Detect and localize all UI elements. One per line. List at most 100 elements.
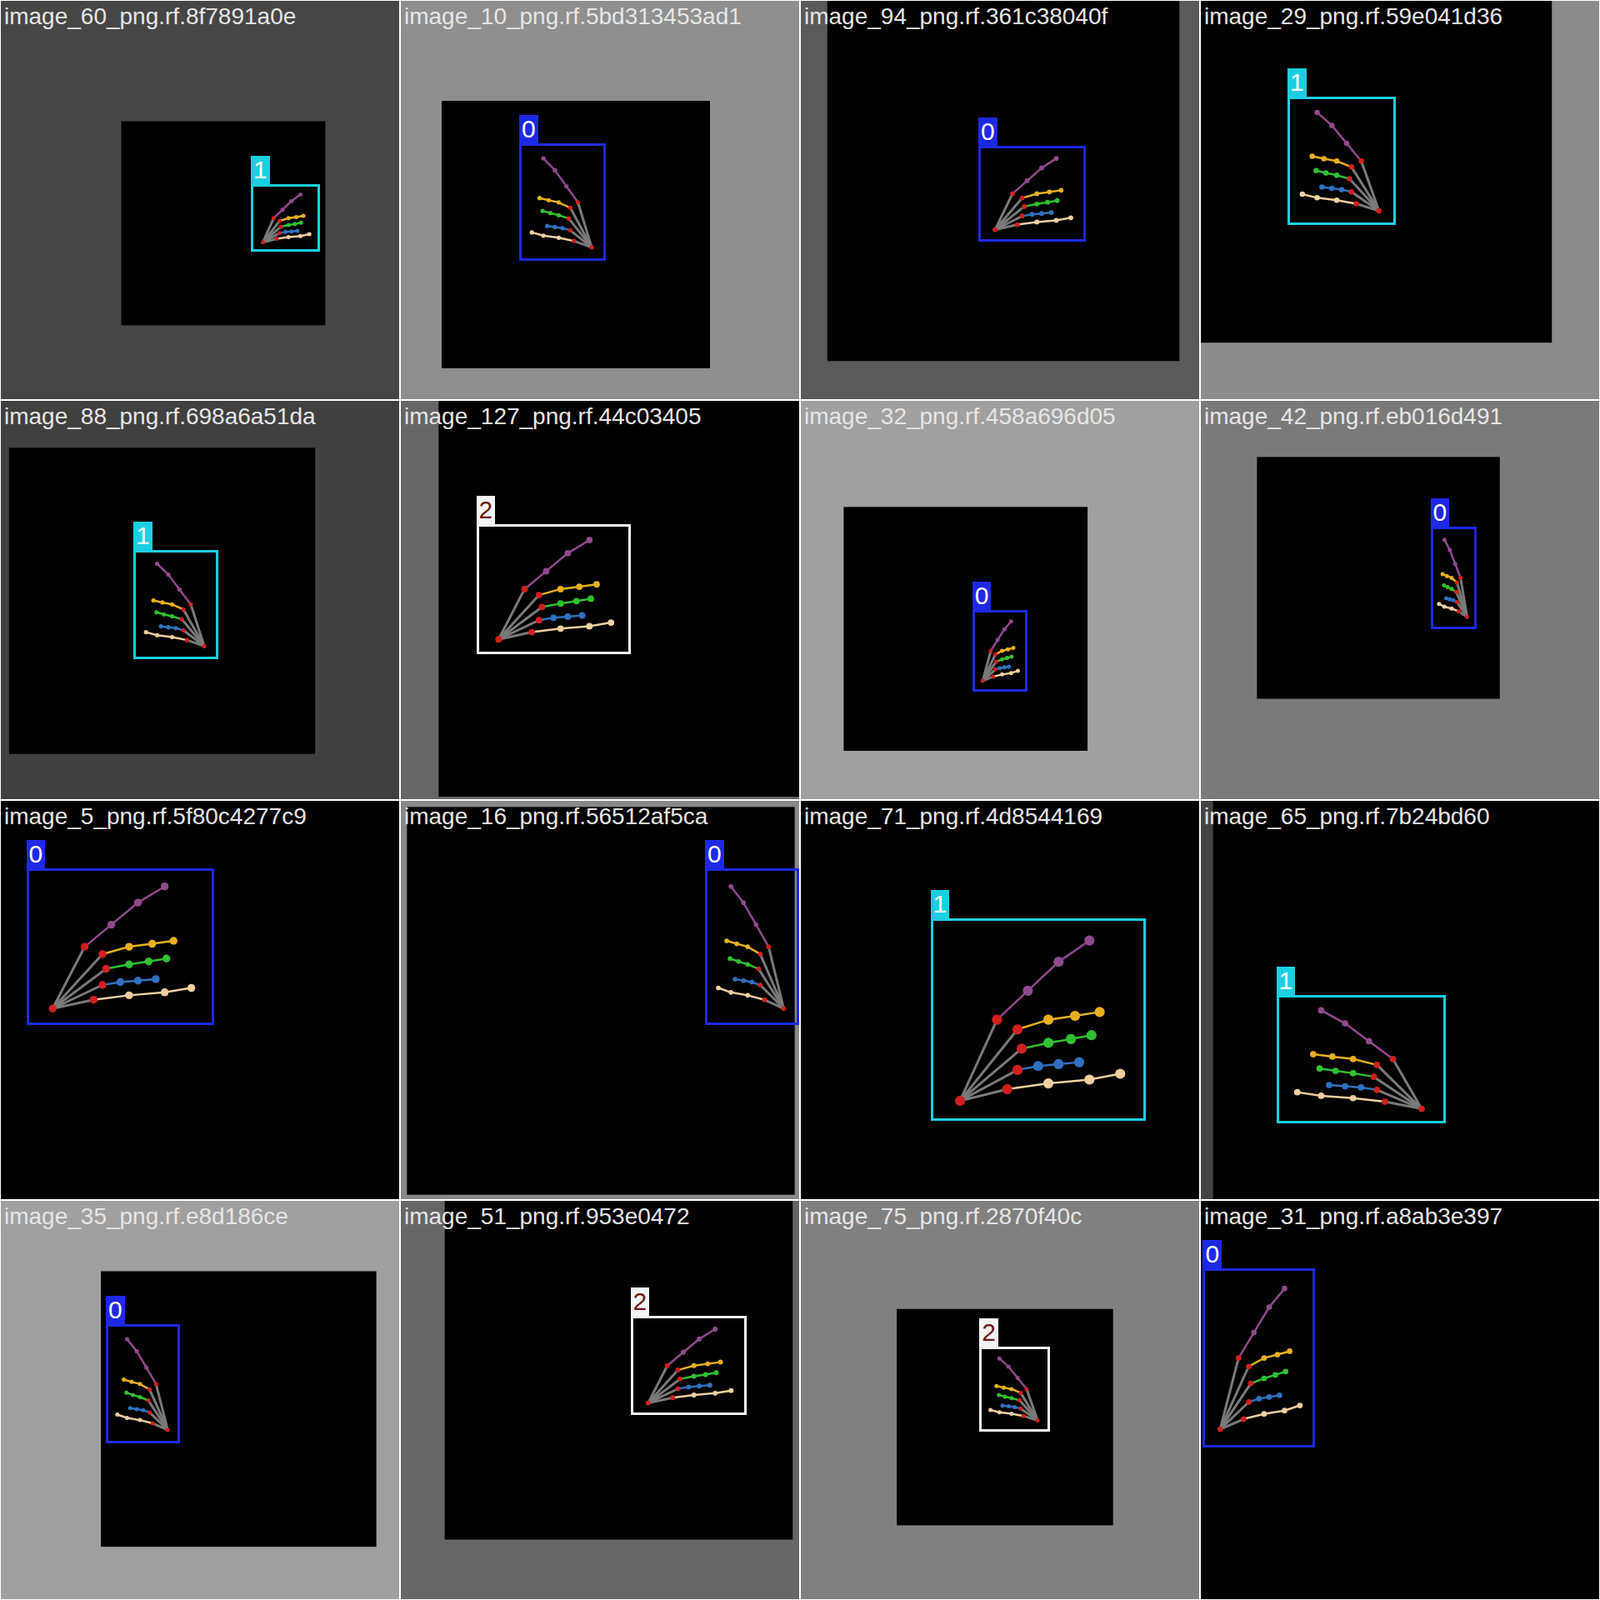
keypoint	[1374, 1061, 1381, 1069]
keypoint	[997, 665, 1002, 670]
keypoint	[495, 635, 502, 643]
file-name: image_71_png.rf.4d8544169	[804, 802, 1103, 831]
keypoint	[1440, 571, 1445, 576]
palm-line	[1220, 1401, 1249, 1430]
keypoint	[691, 1374, 697, 1380]
keypoint	[540, 209, 545, 214]
image-tile: image_31_png.rf.a8ab3e3970	[1200, 1200, 1600, 1600]
finger-line	[1297, 1092, 1385, 1102]
keypoint	[160, 600, 165, 605]
keypoint	[528, 629, 535, 636]
keypoint	[1266, 1394, 1273, 1400]
keypoint	[521, 585, 529, 593]
keypoint	[177, 587, 182, 592]
palm-line	[498, 606, 542, 640]
class-label: 0	[105, 1295, 125, 1325]
tile-image	[0, 0, 400, 400]
keypoint	[1000, 672, 1005, 677]
keypoint	[1458, 575, 1463, 580]
keypoint	[277, 230, 282, 235]
finger-line	[996, 940, 1090, 1020]
keypoint	[1005, 647, 1010, 652]
palm-line	[995, 206, 1025, 230]
keypoint	[125, 1415, 130, 1420]
bounding-box: 1	[250, 184, 320, 252]
finger-line	[993, 670, 1019, 677]
keypoint	[1025, 1386, 1030, 1391]
keypoint	[1329, 122, 1335, 128]
palm-line	[52, 969, 106, 1010]
keypoint	[271, 215, 276, 220]
keypoint	[124, 1390, 129, 1395]
keypoint	[1282, 1368, 1289, 1375]
keypoint	[980, 679, 985, 684]
finger-line	[542, 210, 569, 219]
keypoint	[301, 214, 306, 219]
keypoint	[1332, 1067, 1340, 1075]
image-tile: image_5_png.rf.5f80c4277c90	[0, 800, 400, 1200]
keypoint	[1272, 1372, 1279, 1379]
keypoint	[1006, 664, 1011, 669]
keypoint	[80, 942, 89, 950]
finger-line	[273, 195, 300, 219]
keypoint	[955, 1095, 965, 1106]
tile-image	[800, 400, 1200, 800]
keypoint	[294, 215, 299, 220]
keypoint	[691, 1392, 697, 1398]
keypoint	[994, 1384, 999, 1389]
finger-line	[1444, 540, 1460, 579]
keypoint	[732, 976, 738, 982]
keypoint	[307, 232, 312, 237]
keypoint	[727, 955, 733, 961]
keypoint	[1245, 1363, 1252, 1370]
palm-line	[148, 1400, 168, 1430]
keypoint	[535, 591, 543, 599]
palm-line	[960, 1029, 1018, 1101]
keypoint	[1445, 585, 1450, 590]
keypoint	[1006, 1365, 1011, 1370]
image-area	[1200, 0, 1552, 343]
keypoint	[1084, 935, 1095, 946]
keypoint	[740, 978, 746, 984]
class-label: 1	[930, 890, 950, 919]
keypoint	[48, 1005, 56, 1013]
palm-line	[760, 954, 784, 1009]
keypoint	[1010, 191, 1015, 197]
file-name: image_5_png.rf.5f80c4277c9	[4, 802, 307, 831]
keypoint	[728, 1388, 734, 1394]
keypoint	[170, 602, 175, 607]
keypoint	[1000, 657, 1005, 662]
keypoint	[159, 624, 164, 629]
keypoint	[1070, 1010, 1080, 1021]
finger-line	[667, 1329, 715, 1366]
keypoint	[995, 638, 1000, 643]
tile-image	[0, 800, 400, 1200]
keypoint	[129, 1380, 134, 1385]
keypoint	[115, 1412, 120, 1417]
keypoint	[1015, 669, 1020, 674]
keypoint	[734, 941, 740, 947]
keypoint	[1034, 220, 1040, 225]
finger-line	[999, 1358, 1027, 1390]
finger-line	[995, 656, 1011, 662]
keypoint	[98, 950, 106, 958]
finger-line	[130, 1408, 150, 1413]
keypoint	[1358, 158, 1364, 164]
keypoint	[1346, 175, 1352, 181]
palm-line	[1456, 601, 1467, 617]
file-name: image_94_png.rf.361c38040f	[804, 2, 1108, 31]
palm-line	[52, 954, 103, 1009]
keypoint	[564, 184, 569, 189]
class-label: 0	[1430, 498, 1450, 527]
keypoint	[165, 572, 170, 577]
keypoint	[745, 993, 750, 999]
image-tile: image_51_png.rf.953e04722	[400, 1200, 800, 1600]
class-label: 0	[972, 581, 992, 610]
tile-image	[400, 0, 800, 400]
keypoint	[550, 614, 557, 621]
keypoint	[564, 550, 571, 557]
class-label: 0	[705, 840, 725, 869]
keypoint	[1217, 1426, 1224, 1433]
keypoint	[116, 978, 125, 986]
finger-line	[1007, 1074, 1121, 1090]
